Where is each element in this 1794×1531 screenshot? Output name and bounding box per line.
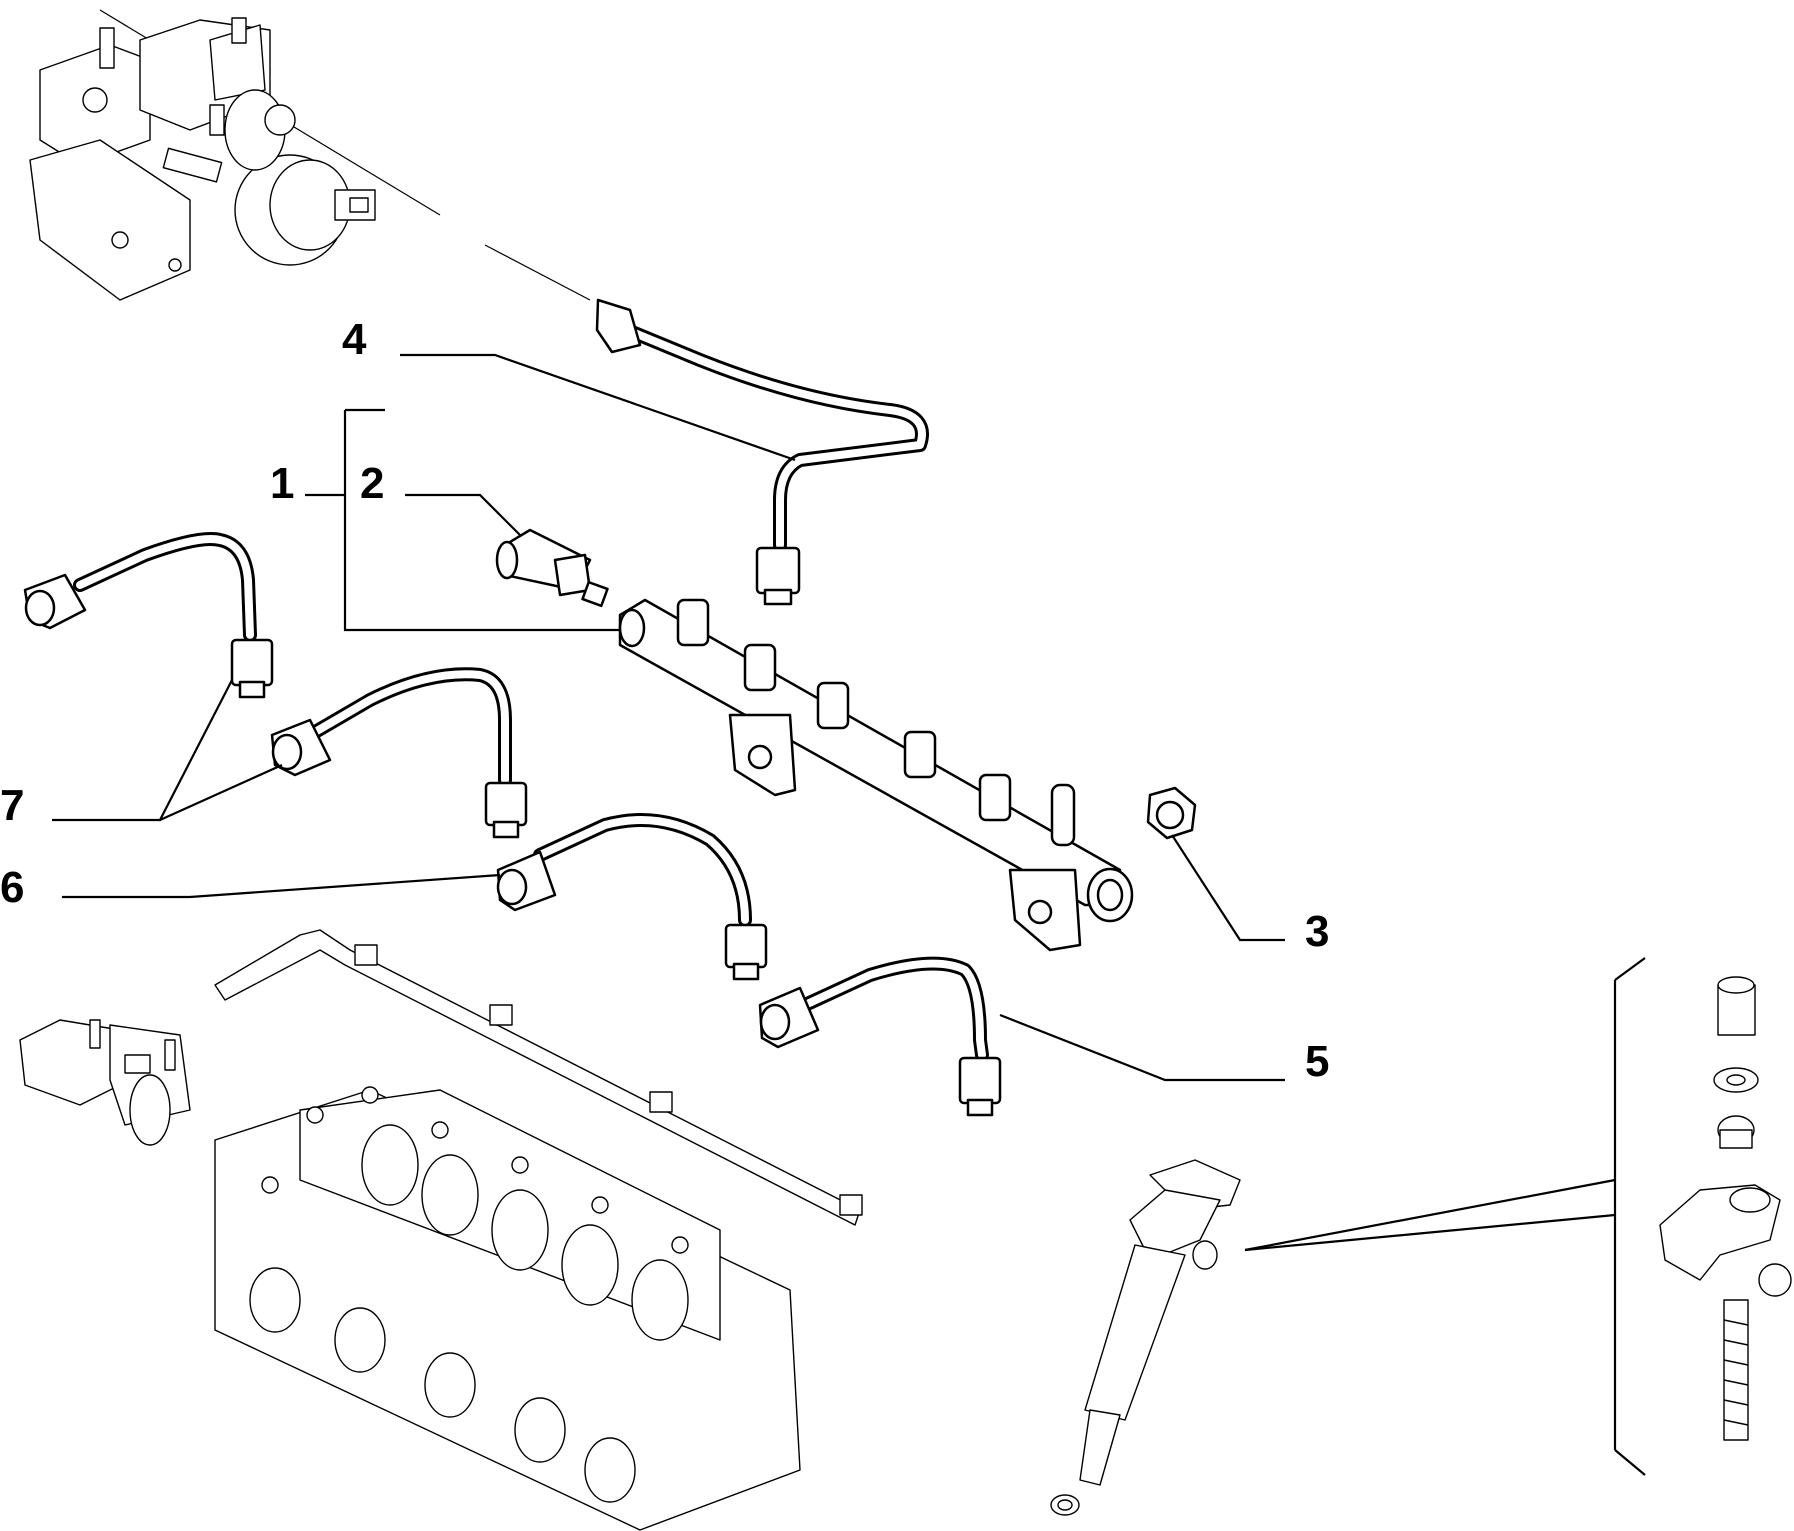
callout-3: 3 <box>1305 907 1330 956</box>
valve <box>19 1019 191 1146</box>
common-rail-1 <box>618 598 1134 952</box>
return-pipe <box>214 929 863 1226</box>
cylinder-head <box>214 1086 801 1531</box>
injector <box>1050 1159 1241 1516</box>
leader-lines <box>52 353 1646 1476</box>
injector-pipe-6 <box>496 813 768 981</box>
injector-pipe-5 <box>758 956 1002 1117</box>
callout-7: 7 <box>0 781 25 830</box>
injector-pipe-7a <box>23 532 274 699</box>
pressure-sensor-2 <box>495 528 609 608</box>
callout-4: 4 <box>342 315 367 364</box>
high-pressure-pump <box>29 9 591 301</box>
pipe-4 <box>595 298 929 606</box>
callout-1: 1 <box>270 459 295 508</box>
callout-2: 2 <box>360 459 385 508</box>
injector-fittings <box>1659 976 1792 1441</box>
callout-6: 6 <box>0 863 25 912</box>
nut-3 <box>1146 786 1197 840</box>
injector-pipe-7b <box>270 667 528 839</box>
callout-5: 5 <box>1305 1037 1330 1086</box>
